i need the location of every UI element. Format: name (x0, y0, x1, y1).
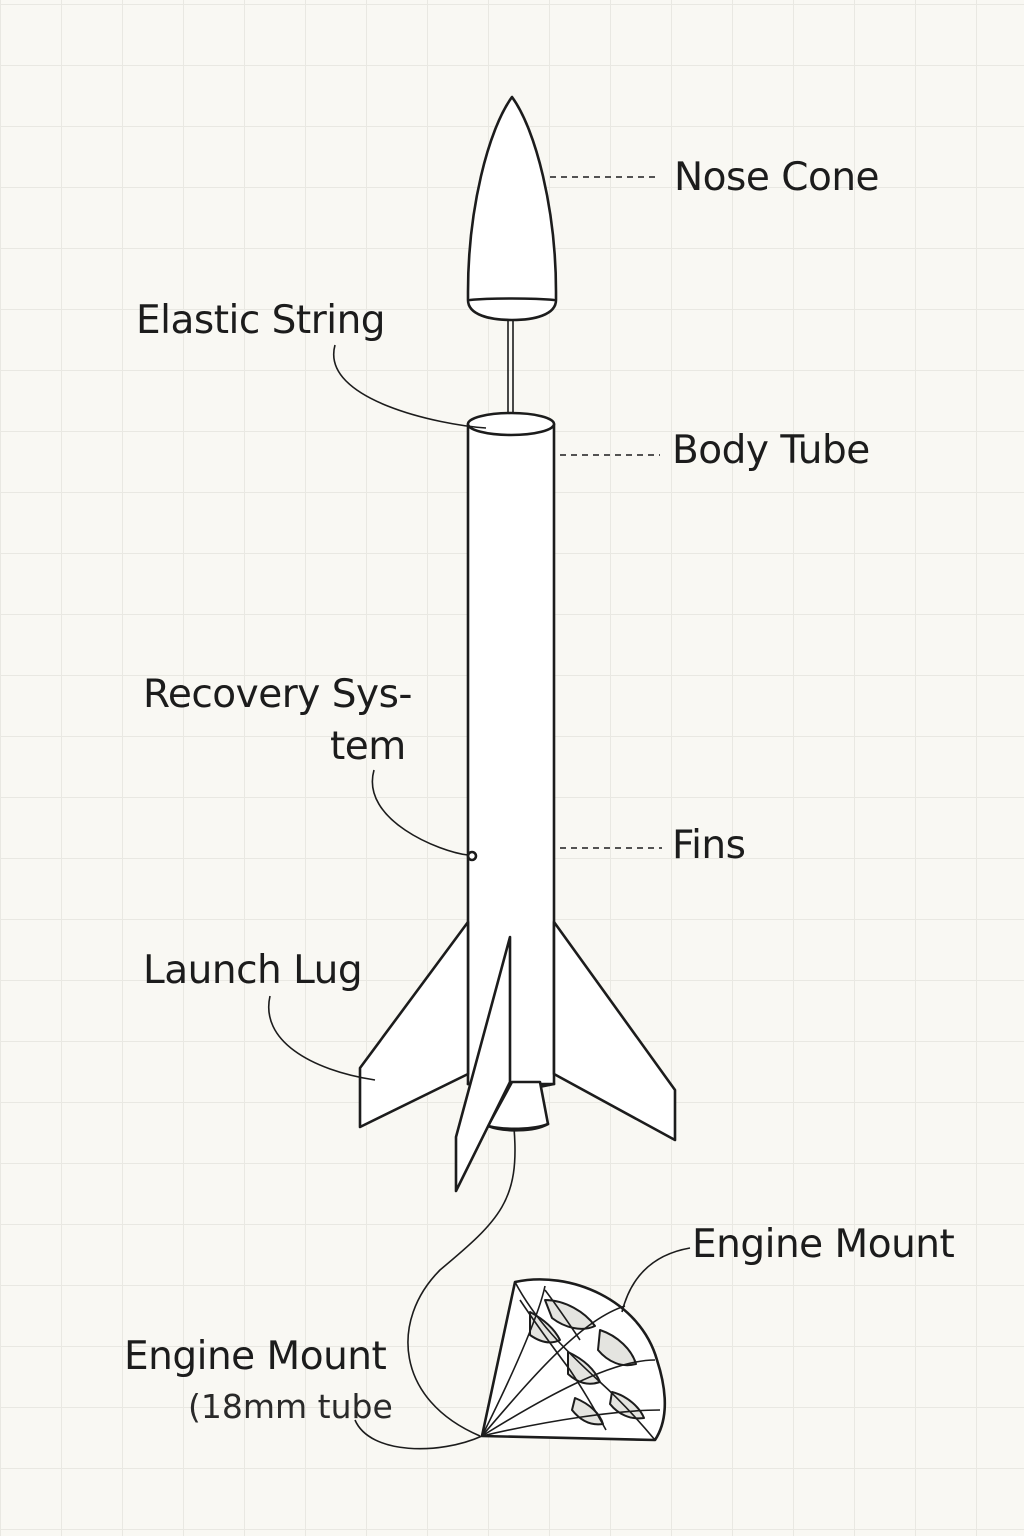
fin-right (552, 920, 677, 1142)
label-fins: Fins (672, 823, 746, 868)
label-launch-lug: Launch Lug (143, 948, 363, 993)
engine-nozzle (486, 1080, 550, 1132)
recovery-attachment-point (466, 850, 478, 862)
leader-lines (267, 176, 691, 1450)
leader-recovery-system (371, 769, 469, 856)
nose-cone (466, 95, 558, 322)
label-recovery-system-line1: Recovery Sys- (143, 672, 412, 717)
label-engine-mount-left-sub: (18mm tube (188, 1387, 393, 1426)
fins (358, 920, 677, 1142)
shock-cord (407, 1127, 516, 1437)
parachute (480, 1278, 667, 1442)
label-recovery-system-line2: tem (330, 724, 406, 769)
leader-elastic-string (332, 344, 487, 429)
label-nose-cone: Nose Cone (674, 155, 880, 200)
fin-front (454, 935, 512, 1193)
leader-engine-mount-left (354, 1419, 483, 1450)
label-engine-mount-left: Engine Mount (124, 1334, 387, 1379)
fin-left (358, 920, 470, 1129)
label-engine-mount-right: Engine Mount (692, 1222, 955, 1267)
label-elastic-string: Elastic String (136, 298, 386, 343)
leader-engine-mount-right (621, 1247, 691, 1313)
leader-launch-lug (267, 995, 376, 1081)
label-body-tube: Body Tube (672, 428, 870, 473)
